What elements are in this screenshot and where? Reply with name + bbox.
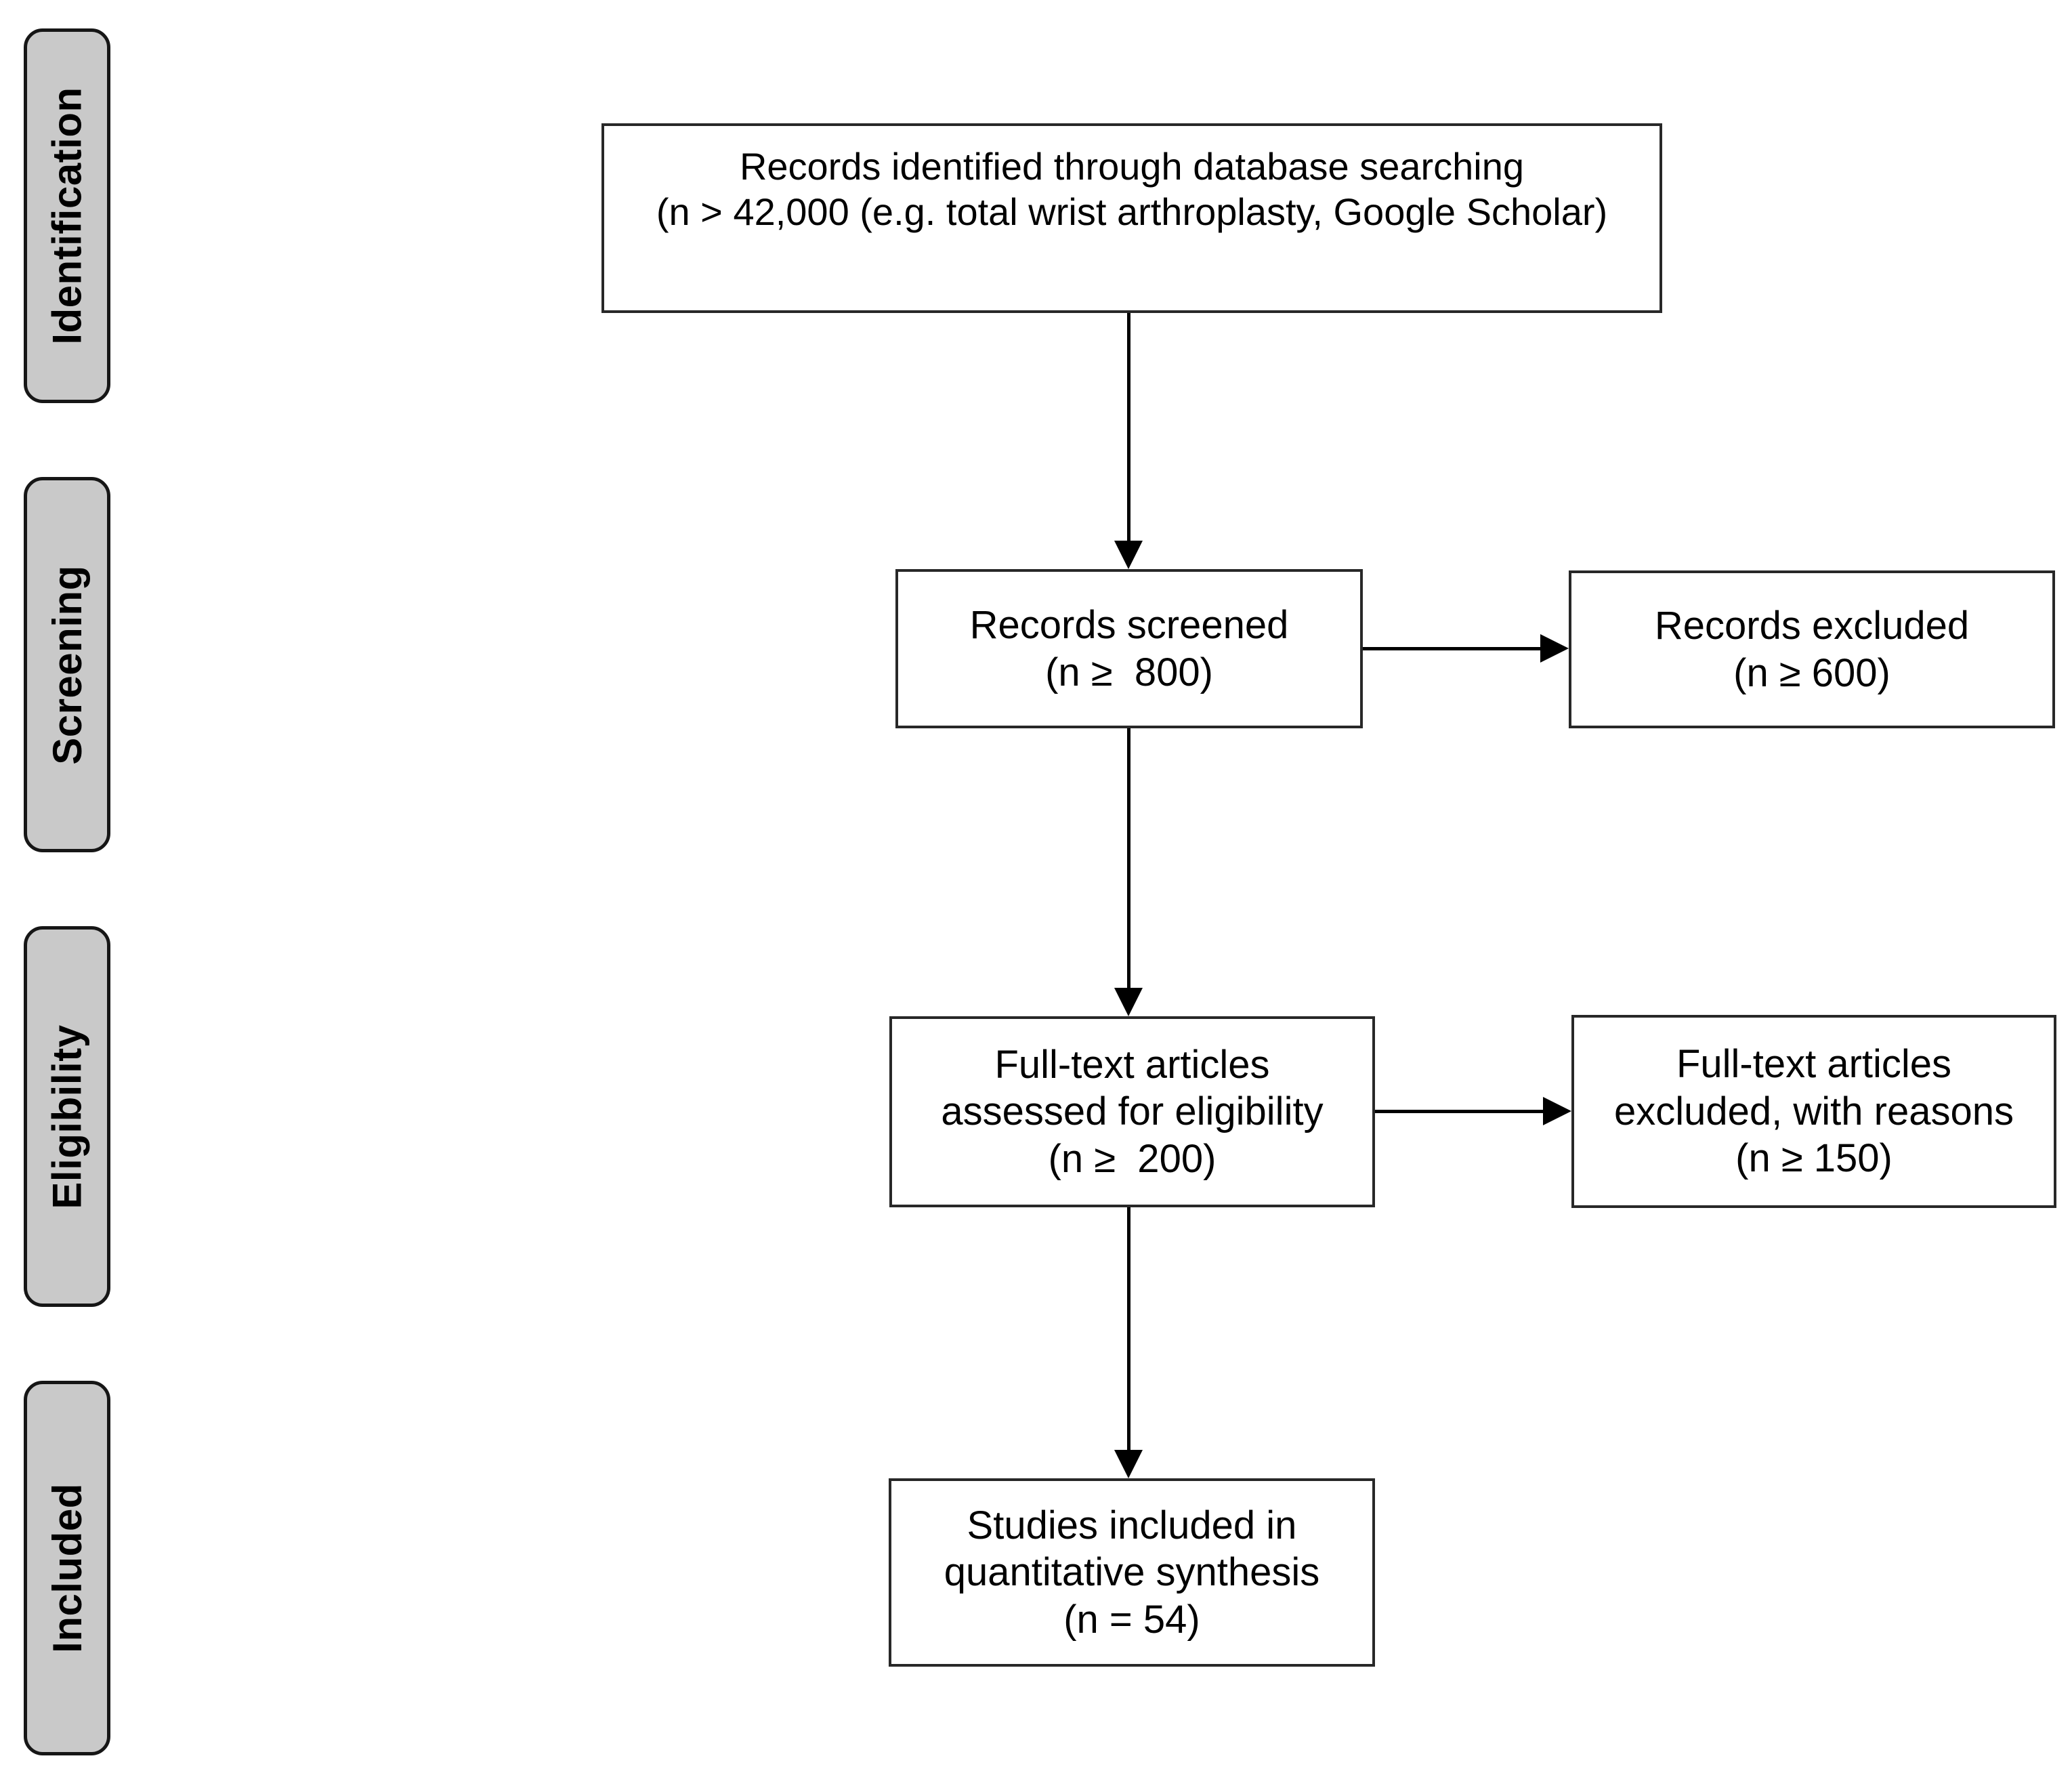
- connector-fulltext-to-included: [1127, 1207, 1130, 1450]
- box-records-screened-text: Records screened (n ≥ 800): [969, 602, 1289, 694]
- stage-eligibility-label: Eligibility: [44, 1024, 90, 1209]
- arrowhead-down-icon: [1114, 1450, 1143, 1478]
- box-fulltext-assessed: Full-text articles assessed for eligibil…: [889, 1016, 1375, 1207]
- arrowhead-down-icon: [1114, 988, 1143, 1016]
- stage-included: Included: [24, 1381, 110, 1755]
- connector-fulltext-to-fulltext-excluded: [1375, 1110, 1543, 1113]
- arrowhead-down-icon: [1114, 541, 1143, 569]
- box-fulltext-excluded: Full-text articles excluded, with reason…: [1571, 1015, 2056, 1208]
- stage-eligibility: Eligibility: [24, 926, 110, 1307]
- stage-screening-label: Screening: [44, 564, 90, 765]
- box-fulltext-assessed-text: Full-text articles assessed for eligibil…: [941, 1042, 1324, 1181]
- box-studies-included: Studies included in quantitative synthes…: [889, 1478, 1375, 1667]
- stage-screening: Screening: [24, 477, 110, 852]
- box-records-identified-text: Records identified through database sear…: [656, 145, 1608, 234]
- connector-screened-to-fulltext: [1127, 728, 1130, 988]
- stage-identification: Identification: [24, 28, 110, 403]
- stage-included-label: Included: [44, 1483, 90, 1653]
- box-fulltext-excluded-text: Full-text articles excluded, with reason…: [1614, 1042, 2014, 1181]
- box-records-excluded: Records excluded (n ≥ 600): [1569, 570, 2055, 728]
- box-studies-included-text: Studies included in quantitative synthes…: [944, 1503, 1320, 1642]
- arrowhead-right-icon: [1543, 1097, 1571, 1125]
- arrowhead-right-icon: [1540, 634, 1569, 663]
- box-records-screened: Records screened (n ≥ 800): [895, 569, 1363, 728]
- stage-identification-label: Identification: [44, 87, 90, 345]
- box-records-excluded-text: Records excluded (n ≥ 600): [1654, 603, 1970, 695]
- connector-identified-to-screened: [1127, 313, 1130, 541]
- box-records-identified: Records identified through database sear…: [601, 123, 1662, 313]
- connector-screened-to-excluded: [1363, 647, 1540, 650]
